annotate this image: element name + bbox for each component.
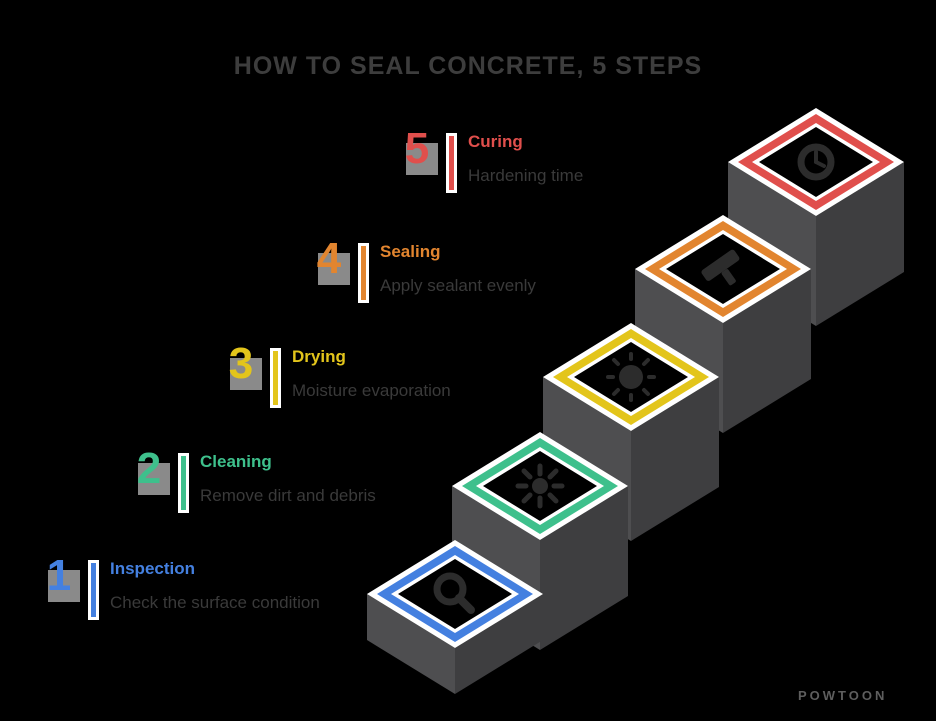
step-accent-bar: [88, 560, 99, 620]
step-accent-bar: [178, 453, 189, 513]
step-number-text: 2: [136, 444, 162, 493]
step-accent-bar-fill: [361, 246, 366, 300]
step-number-shadow: [406, 143, 438, 175]
step-number-shadow: [318, 253, 350, 285]
step-accent-bar-fill: [91, 563, 96, 617]
step-accent-bar-fill: [449, 136, 454, 190]
step-row-4: 4 Sealing Apply sealant evenly: [306, 237, 626, 321]
step-label: Drying: [292, 347, 346, 366]
step-description: Check the surface condition: [110, 593, 320, 612]
stair-step-1: [367, 540, 543, 694]
step-row-3: 3 Drying Moisture evaporation: [218, 342, 538, 426]
step-texts: Cleaning Remove dirt and debris: [200, 453, 450, 506]
step-texts: Inspection Check the surface condition: [110, 560, 360, 613]
sun-icon: [606, 352, 656, 402]
step-number-shadow: [138, 463, 170, 495]
step-description: Apply sealant evenly: [380, 276, 536, 295]
paint-roller-icon: [701, 249, 740, 286]
watermark: POWTOON: [798, 688, 888, 703]
step-label: Sealing: [380, 242, 441, 261]
step-row-1: 1 Inspection Check the surface condition: [36, 554, 356, 638]
step-number-5: 5: [394, 127, 446, 191]
step-number-3: 3: [218, 342, 270, 406]
step-label: Curing: [468, 132, 523, 151]
step-accent-bar: [446, 133, 457, 193]
step-number-text: 4: [316, 234, 342, 283]
spray-burst-icon: [515, 463, 565, 509]
clock-icon: [797, 143, 835, 181]
step-texts: Sealing Apply sealant evenly: [380, 243, 630, 296]
step-accent-bar-fill: [181, 456, 186, 510]
step-description: Hardening time: [468, 166, 584, 185]
step-label: Cleaning: [200, 452, 272, 471]
page-title: HOW TO SEAL CONCRETE, 5 STEPS: [233, 52, 703, 80]
step-number-shadow: [48, 570, 80, 602]
step-row-2: 2 Cleaning Remove dirt and debris: [126, 447, 446, 531]
step-number-text: 5: [404, 124, 430, 173]
step-texts: Curing Hardening time: [468, 133, 718, 186]
step-number-shadow: [230, 358, 262, 390]
step-number-4: 4: [306, 237, 358, 301]
step-row-5: 5 Curing Hardening time: [394, 127, 714, 211]
step-description: Moisture evaporation: [292, 381, 451, 400]
magnifier-icon: [433, 572, 475, 614]
step-label: Inspection: [110, 559, 196, 578]
step-texts: Drying Moisture evaporation: [292, 348, 542, 401]
step-accent-bar: [358, 243, 369, 303]
step-accent-bar: [270, 348, 281, 408]
step-number-2: 2: [126, 447, 178, 511]
step-number-text: 1: [46, 551, 72, 600]
step-number-text: 3: [228, 339, 254, 388]
step-description: Remove dirt and debris: [200, 486, 376, 505]
step-number-1: 1: [36, 554, 88, 618]
step-accent-bar-fill: [273, 351, 278, 405]
